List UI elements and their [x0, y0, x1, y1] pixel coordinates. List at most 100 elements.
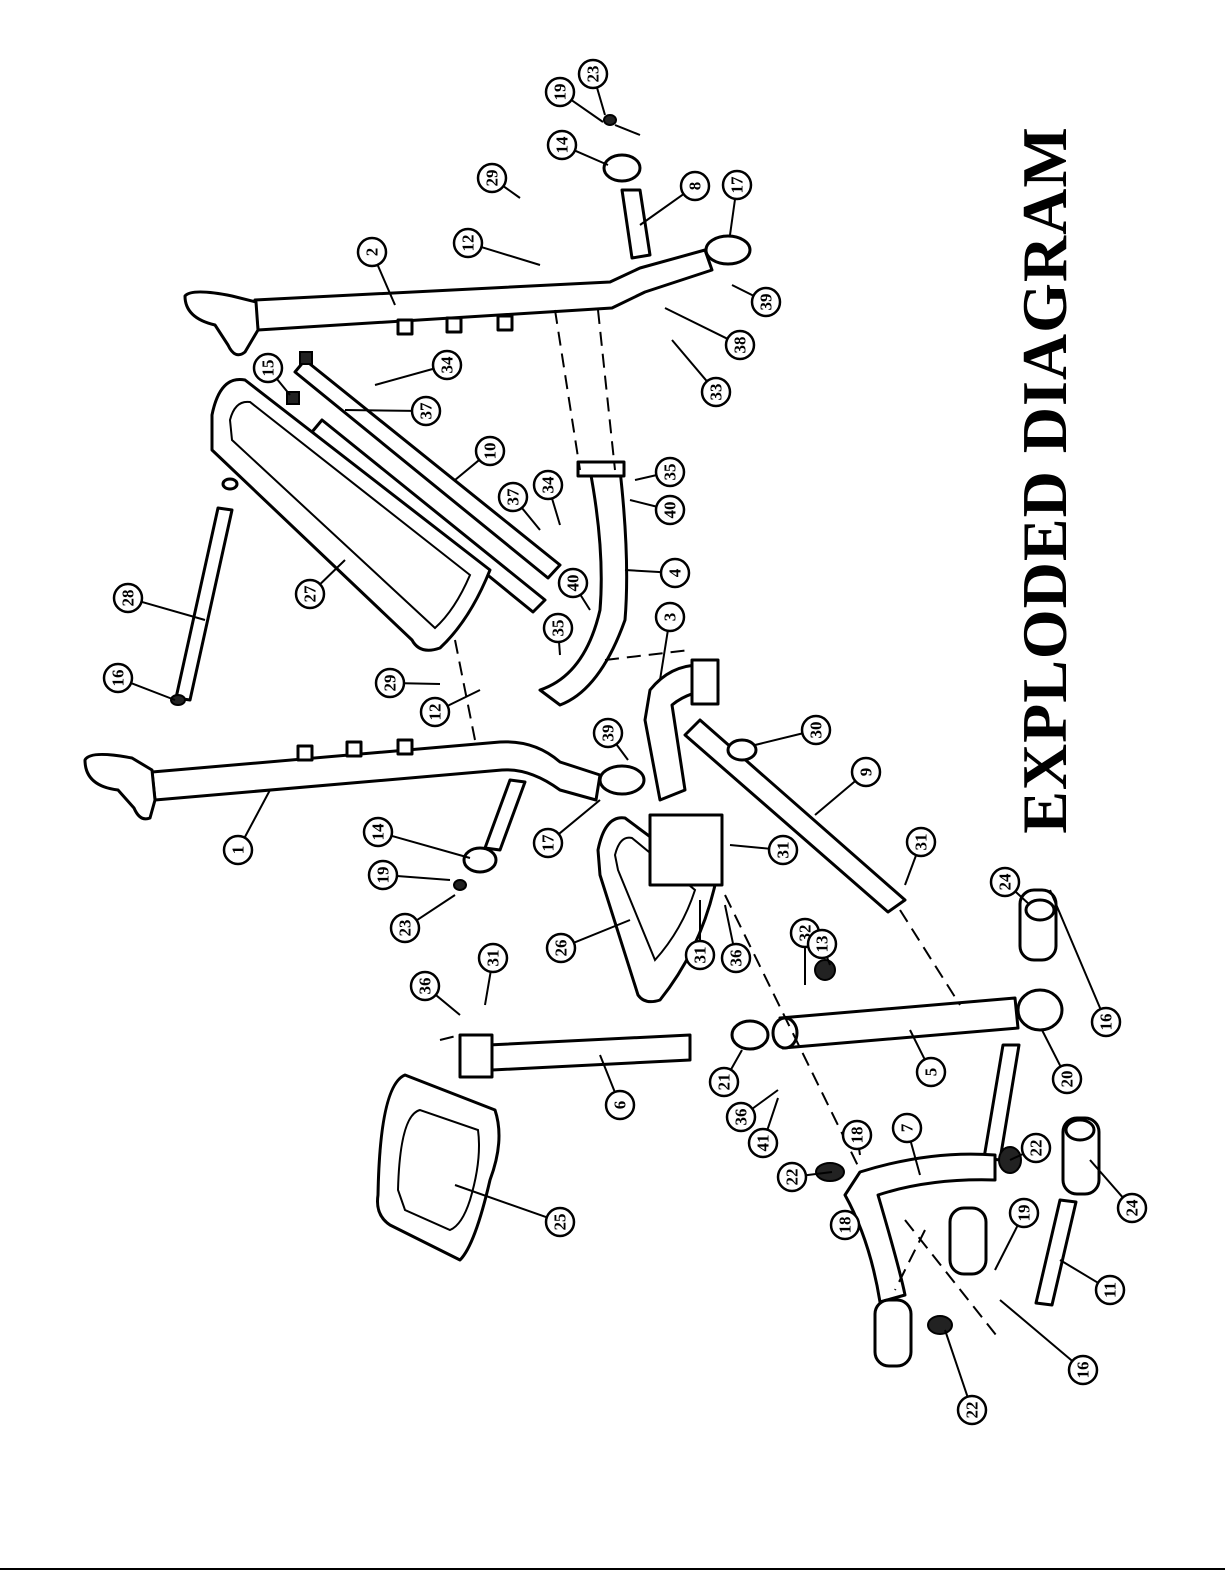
part-callout-4: 4 — [625, 559, 689, 587]
part-callout-40: 40 — [630, 496, 684, 524]
handlebar-tube-1 — [85, 740, 600, 819]
part-callout-12: 12 — [454, 229, 540, 265]
part-callout-23: 23 — [391, 895, 455, 942]
callout-number: 4 — [666, 568, 685, 577]
callout-number: 7 — [898, 1123, 917, 1132]
roller-bar-upper — [984, 1045, 1019, 1160]
callout-leader-line — [559, 642, 560, 655]
diagram-title: EXPLODED DIAGRAM — [1008, 126, 1082, 834]
part-callout-40: 40 — [559, 569, 590, 610]
part-callout-17: 17 — [723, 171, 751, 235]
callout-number: 22 — [963, 1402, 982, 1419]
callout-leader-line — [522, 508, 540, 530]
callout-number: 26 — [552, 940, 571, 957]
callout-number: 13 — [813, 936, 832, 953]
roller-bar-11 — [1036, 1200, 1076, 1305]
part-callout-12: 12 — [421, 690, 480, 726]
foam-roller-24-lower — [1063, 1118, 1099, 1194]
callout-number: 12 — [459, 235, 478, 252]
foot-pad-25 — [378, 1075, 500, 1260]
callout-leader-line — [571, 100, 603, 122]
callout-leader-line — [455, 460, 479, 480]
callout-leader-line — [375, 369, 434, 385]
callout-number: 20 — [1058, 1071, 1077, 1088]
callout-number: 34 — [438, 356, 457, 374]
callout-leader-line — [1060, 1260, 1098, 1283]
callout-number: 28 — [119, 590, 138, 607]
callout-leader-line — [552, 498, 560, 525]
part-callout-27: 27 — [296, 560, 345, 608]
callout-number: 31 — [691, 947, 710, 964]
part-callout-35: 35 — [544, 614, 572, 655]
callout-number: 39 — [599, 725, 618, 742]
callout-leader-line — [559, 800, 600, 834]
part-callout-17: 17 — [534, 800, 600, 857]
callout-number: 16 — [1097, 1014, 1116, 1031]
callout-leader-line — [635, 475, 656, 480]
part-callout-35: 35 — [635, 458, 684, 486]
part-callout-34: 34 — [534, 471, 562, 525]
callout-number: 8 — [686, 182, 705, 191]
part-callout-29: 29 — [376, 669, 440, 697]
pin-assembly-upper — [604, 115, 650, 258]
part-callout-11: 11 — [1060, 1260, 1124, 1304]
callout-number: 24 — [1123, 1199, 1142, 1217]
part-callout-38: 38 — [665, 308, 754, 359]
diagram-title-wrap: EXPLODED DIAGRAM — [1000, 185, 1090, 775]
callout-leader-line — [725, 905, 733, 944]
callout-number: 35 — [661, 464, 680, 481]
bushing-21 — [732, 1021, 768, 1049]
part-callout-28: 28 — [114, 584, 205, 620]
callout-number: 25 — [551, 1214, 570, 1231]
part-callout-14: 14 — [364, 818, 470, 858]
callout-leader-line — [345, 410, 412, 411]
callout-leader-line — [732, 285, 753, 296]
callout-number: 31 — [912, 834, 931, 851]
part-callout-33: 33 — [672, 340, 730, 406]
part-callout-9: 9 — [815, 758, 880, 815]
callout-leader-line — [481, 247, 540, 265]
callout-number: 22 — [1027, 1140, 1046, 1157]
part-callout-39: 39 — [594, 719, 628, 760]
callout-number: 31 — [484, 950, 503, 967]
callout-number: 19 — [374, 867, 393, 884]
callout-number: 17 — [728, 176, 747, 194]
callout-number: 40 — [564, 575, 583, 592]
part-callout-20: 20 — [1042, 1030, 1081, 1093]
callout-number: 3 — [661, 613, 680, 622]
part-callout-24: 24 — [991, 868, 1030, 905]
part-callout-19: 19 — [995, 1199, 1038, 1270]
seat-post-6 — [460, 1035, 690, 1077]
bottom-rule — [0, 1568, 1225, 1570]
part-callout-39: 39 — [732, 285, 780, 316]
callout-number: 39 — [757, 294, 776, 311]
part-callout-31: 31 — [730, 836, 797, 864]
callout-number: 1 — [229, 846, 248, 855]
callout-leader-line — [815, 781, 855, 815]
callout-number: 41 — [754, 1135, 773, 1152]
callout-number: 14 — [553, 136, 572, 154]
callout-number: 38 — [731, 337, 750, 354]
callout-leader-line — [503, 186, 520, 198]
callout-leader-line — [575, 151, 608, 165]
callout-number: 31 — [774, 842, 793, 859]
callout-leader-line — [1042, 1030, 1061, 1067]
callout-leader-line — [731, 1050, 742, 1070]
callout-number: 15 — [259, 360, 278, 377]
callout-leader-line — [391, 836, 470, 858]
callout-number: 5 — [922, 1068, 941, 1077]
callout-leader-line — [485, 972, 491, 1005]
callout-number: 21 — [715, 1074, 734, 1091]
callout-leader-line — [945, 1330, 968, 1397]
callout-number: 36 — [732, 1109, 751, 1126]
part-drawings — [85, 115, 1099, 1366]
callout-leader-line — [131, 683, 175, 700]
callout-leader-line — [616, 744, 628, 760]
callout-leader-line — [597, 87, 605, 115]
callout-number: 19 — [1015, 1205, 1034, 1222]
callout-leader-line — [755, 733, 802, 745]
callout-number: 30 — [807, 722, 826, 739]
part-callout-31: 31 — [479, 944, 507, 1005]
part-callout-18: 18 — [831, 1211, 859, 1239]
callout-number: 36 — [727, 950, 746, 967]
